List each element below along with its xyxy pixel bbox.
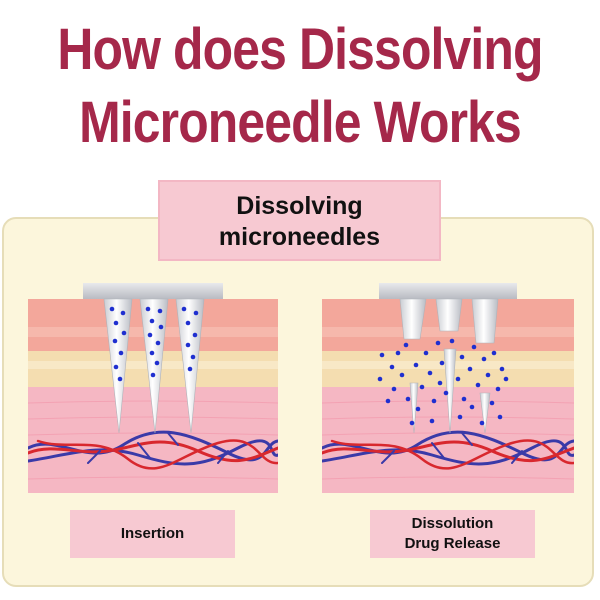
headline-line-2: Microneedle Works: [79, 90, 522, 155]
insertion-caption-text: Insertion: [120, 525, 185, 542]
insertion-caption: Insertion: [70, 510, 235, 558]
drug-particles: [109, 306, 199, 382]
diagram-title-line-2: microneedles: [218, 223, 381, 251]
insertion-scene: [28, 283, 278, 493]
released-drug-particles: [377, 338, 509, 426]
dissolution-caption-line-1: Dissolution: [411, 515, 494, 532]
dissolution-caption-line-2: Drug Release: [404, 535, 501, 552]
dissolution-scene: [322, 283, 574, 493]
diagram-title-line-1: Dissolving: [236, 192, 363, 220]
dissolution-caption: Dissolution Drug Release: [370, 510, 535, 558]
diagram-title-box: Dissolving microneedles: [158, 180, 441, 261]
headline-line-1: How does Dissolving: [57, 17, 543, 82]
microneedles: [103, 298, 205, 434]
blood-vessels: [28, 430, 278, 470]
patch-backing: [379, 283, 517, 299]
patch-backing: [83, 283, 223, 299]
dissolving-microneedles: [399, 298, 499, 434]
blood-vessels: [322, 430, 574, 470]
